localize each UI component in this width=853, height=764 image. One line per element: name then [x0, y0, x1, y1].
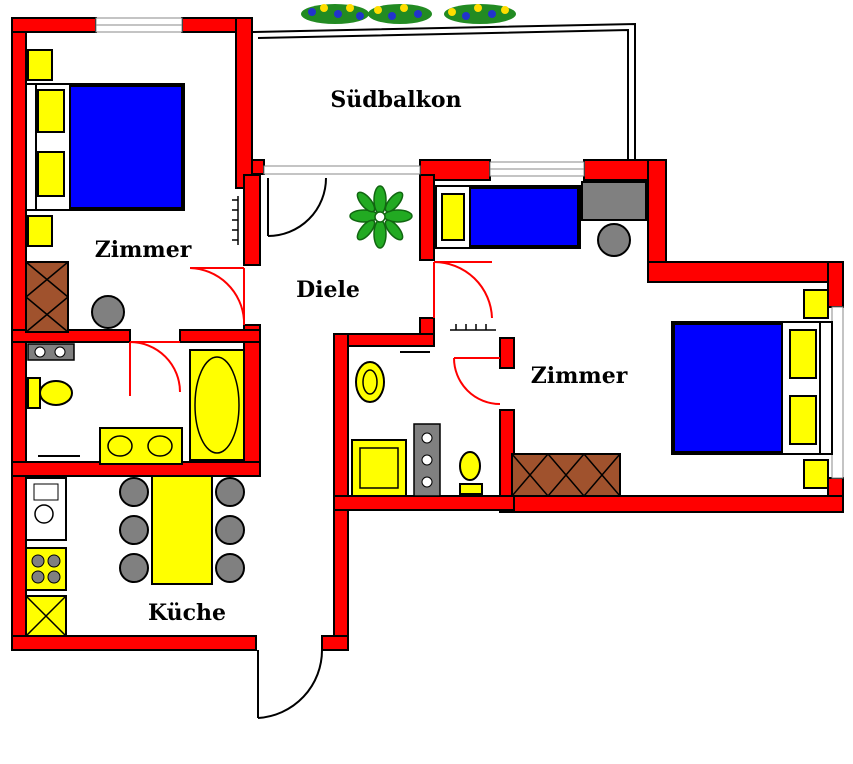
kitchen-cabinet	[25, 595, 67, 637]
windows	[95, 17, 844, 479]
nightstand	[27, 215, 53, 247]
double-bed-left	[25, 83, 185, 211]
toilet-right	[355, 361, 385, 403]
room-label-kitchen: Küche	[148, 600, 226, 626]
entrance-door	[257, 649, 324, 719]
washbasin-left	[27, 343, 75, 361]
stool-icon	[597, 223, 631, 257]
balcony-door	[267, 177, 327, 237]
wardrobe-right	[511, 453, 621, 497]
radiator	[450, 324, 496, 331]
room-label-bedroom-right: Zimmer	[531, 363, 628, 389]
double-bed-right	[671, 321, 833, 455]
nightstand	[803, 289, 829, 319]
bidet	[459, 451, 483, 495]
room-label-hall: Diele	[296, 277, 360, 303]
radiator	[232, 196, 239, 245]
nightstand	[803, 459, 829, 489]
chair-icon	[119, 477, 245, 583]
shower	[351, 439, 407, 497]
single-bed	[435, 185, 581, 249]
plant-icon	[349, 185, 413, 249]
washbasin-right	[413, 423, 441, 497]
kitchen-sink	[25, 477, 67, 541]
toilet-left	[27, 377, 73, 409]
shelf	[581, 181, 647, 221]
flower-box-icon	[301, 4, 516, 24]
nightstand	[27, 49, 53, 81]
bathtub	[189, 349, 245, 461]
room-label-balcony: Südbalkon	[330, 87, 461, 113]
wardrobe-left	[25, 261, 69, 333]
double-sink	[99, 427, 183, 465]
stove-icon	[25, 547, 67, 591]
room-label-bedroom-left: Zimmer	[95, 237, 192, 263]
stool-icon	[91, 295, 125, 329]
dining-table	[151, 475, 213, 585]
doors	[129, 261, 501, 405]
